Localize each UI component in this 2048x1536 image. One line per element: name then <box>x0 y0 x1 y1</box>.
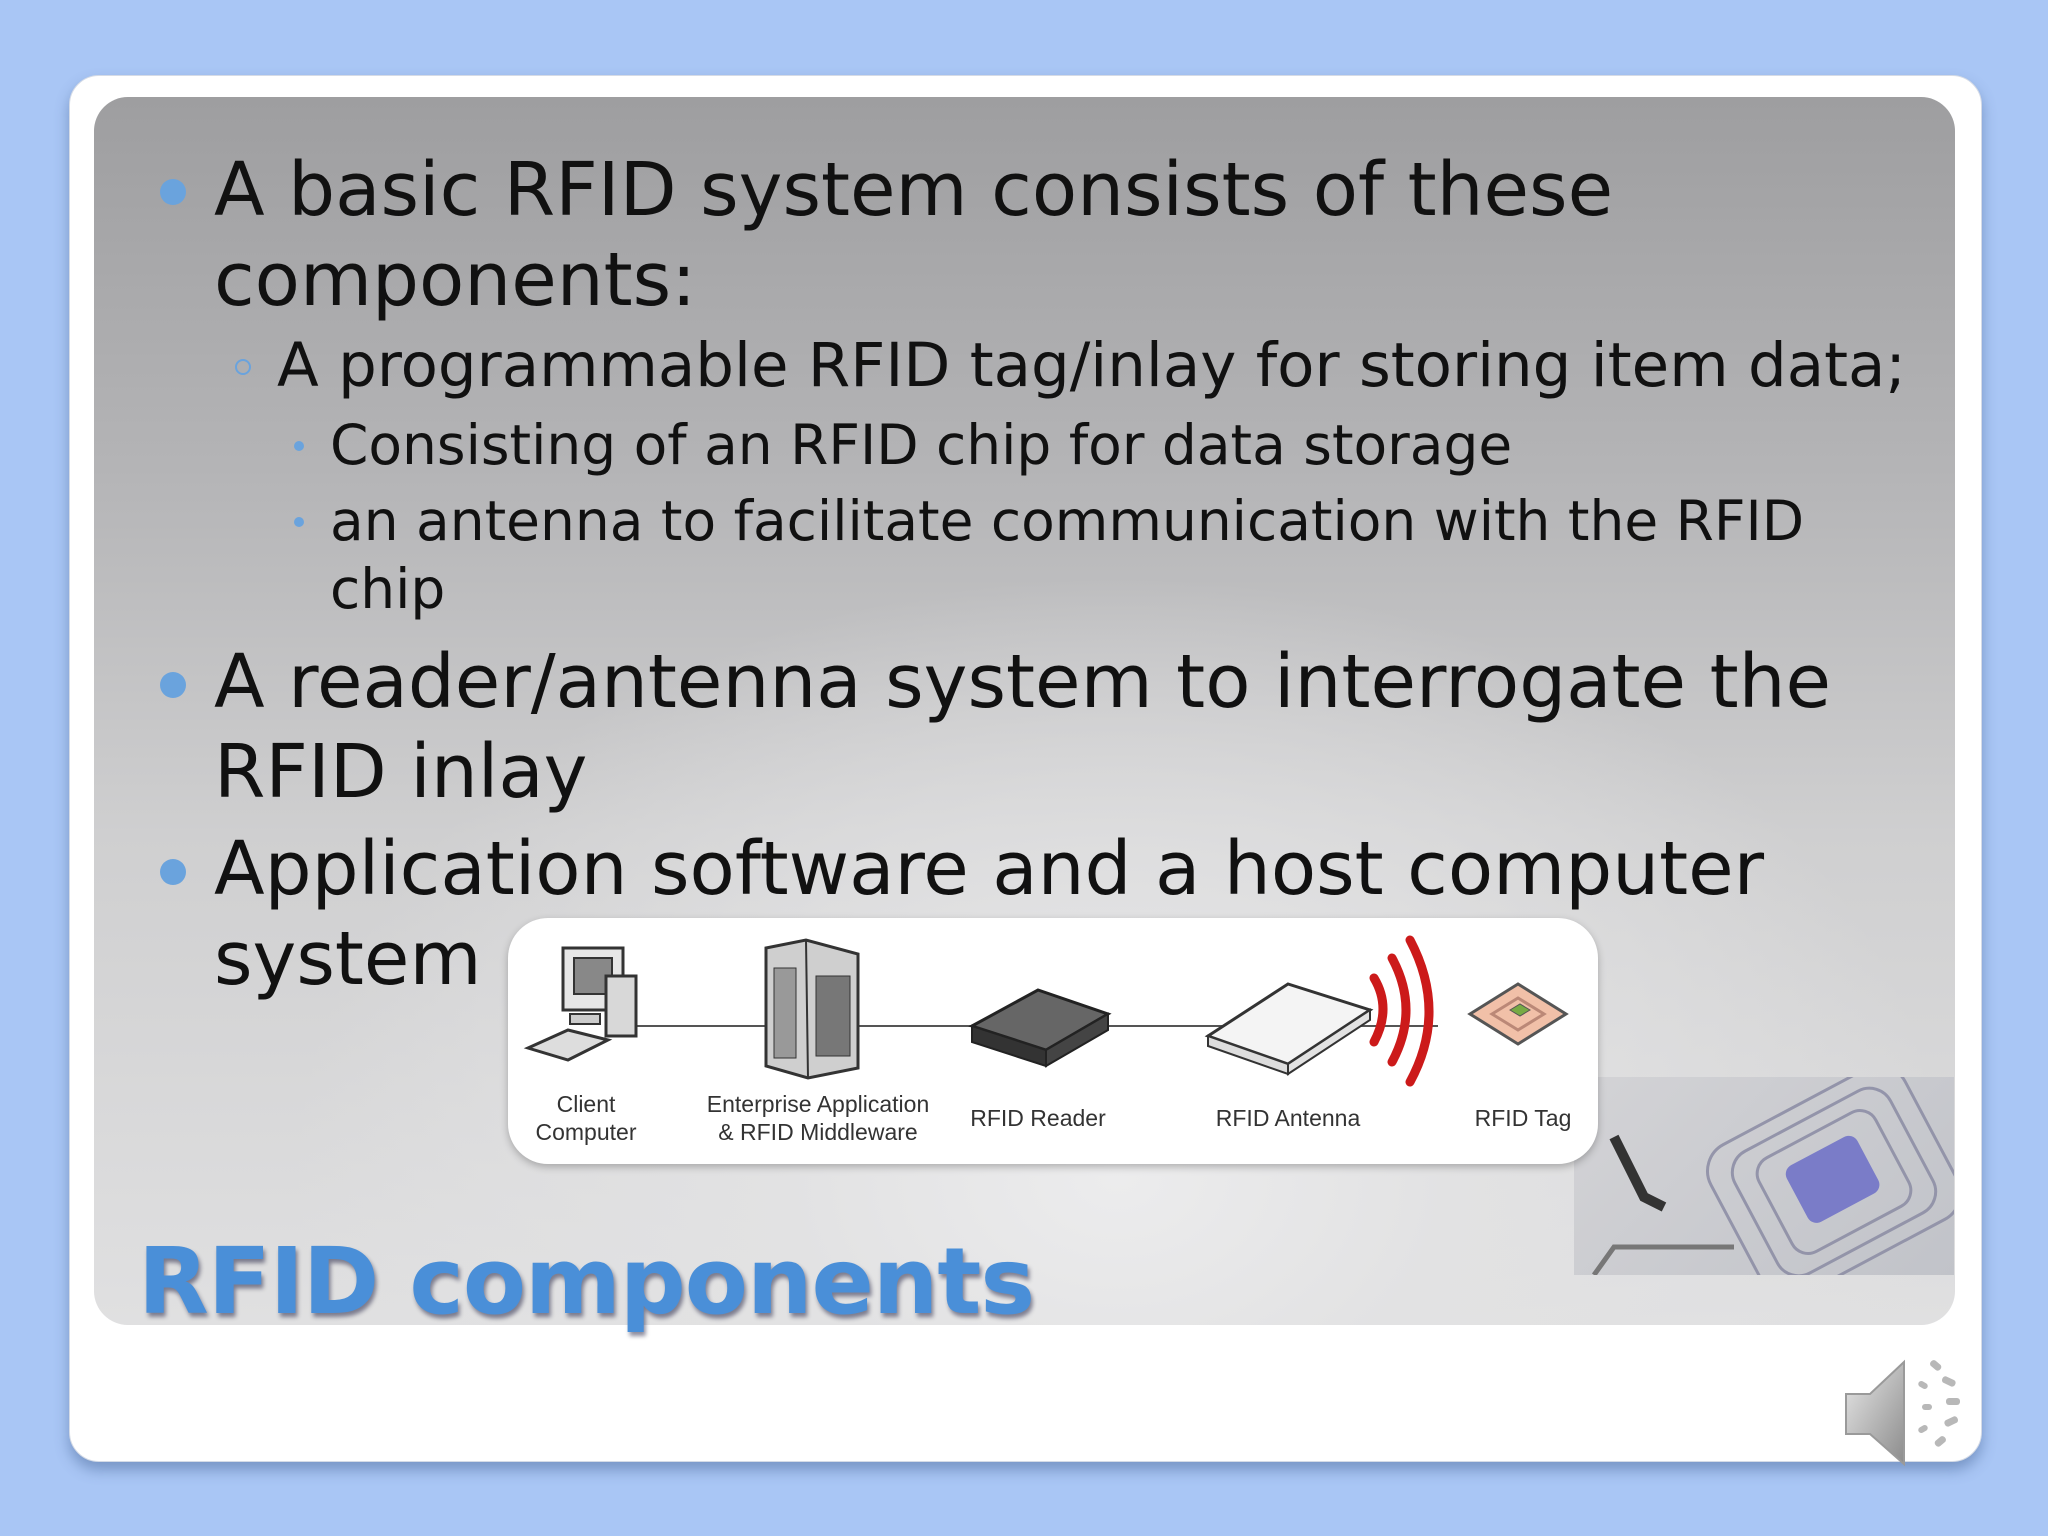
sub-bullet-marker <box>235 359 251 375</box>
bullet-programmable-tag: A programmable RFID tag/inlay for storin… <box>277 330 1906 401</box>
bullet-basic-system: A basic RFID system consists of these co… <box>214 147 1614 323</box>
rfid-tag-photo <box>1574 1077 1954 1275</box>
speaker-icon[interactable] <box>1842 1348 1982 1478</box>
diagram-label-rfid-tag: RFID Tag <box>1474 1105 1572 1131</box>
rfid-system-diagram: Client Computer Enterprise Application &… <box>508 918 1598 1164</box>
rfid-reader-icon <box>968 988 1112 1068</box>
server-icon <box>764 938 860 1080</box>
diagram-label-rfid-antenna: RFID Antenna <box>1215 1105 1361 1131</box>
rfid-antenna-icon <box>1204 982 1374 1076</box>
diagram-label-middleware: Enterprise Application & RFID Middleware <box>706 1091 930 1145</box>
sub-sub-bullet-marker <box>294 441 304 451</box>
bullet-marker <box>160 672 186 698</box>
rfid-tag-icon <box>1591 1077 1954 1275</box>
bullet-antenna: an antenna to facilitate communication w… <box>330 489 1805 621</box>
bullet-marker <box>160 179 186 205</box>
sub-sub-bullet-marker <box>294 517 304 527</box>
slide-title: RFID components <box>138 1228 1035 1335</box>
computer-icon <box>523 946 638 1062</box>
bullet-application-software: Application software and a host computer… <box>214 826 1765 1002</box>
diagram-label-client-computer: Client Computer <box>535 1091 637 1145</box>
bullet-reader-antenna: A reader/antenna system to interrogate t… <box>214 639 1832 815</box>
bullet-marker <box>160 859 186 885</box>
rfid-tag-icon <box>1467 982 1569 1046</box>
diagram-label-rfid-reader: RFID Reader <box>970 1105 1106 1131</box>
radio-waves-icon <box>1369 935 1434 1087</box>
bullet-rfid-chip: Consisting of an RFID chip for data stor… <box>330 413 1513 477</box>
